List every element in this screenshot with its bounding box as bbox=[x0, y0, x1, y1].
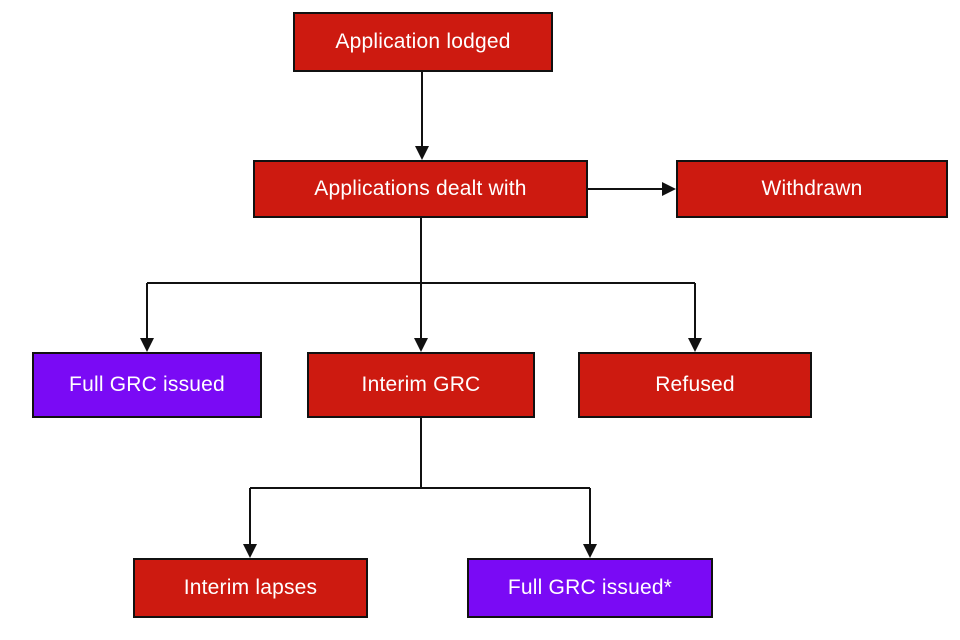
edge-dealt-with-to-children bbox=[140, 218, 702, 352]
node-application-lodged: Application lodged bbox=[293, 12, 553, 72]
node-interim-lapses-label: Interim lapses bbox=[183, 576, 318, 599]
edge-lodged-to-dealt-with bbox=[415, 72, 429, 160]
node-refused: Refused bbox=[578, 352, 812, 418]
node-applications-dealt-with: Applications dealt with bbox=[253, 160, 588, 218]
node-withdrawn: Withdrawn bbox=[676, 160, 948, 218]
node-interim-grc-label: Interim GRC bbox=[361, 373, 481, 396]
node-full-grc-issued: Full GRC issued bbox=[32, 352, 262, 418]
edge-interim-grc-to-children bbox=[243, 418, 597, 558]
node-interim-grc: Interim GRC bbox=[307, 352, 535, 418]
edge-dealt-with-to-withdrawn bbox=[588, 182, 676, 196]
node-full-grc-issued-label: Full GRC issued bbox=[69, 373, 225, 396]
node-applications-dealt-with-label: Applications dealt with bbox=[314, 177, 527, 200]
node-withdrawn-label: Withdrawn bbox=[761, 177, 863, 200]
node-application-lodged-label: Application lodged bbox=[335, 30, 511, 53]
node-full-grc-issued-star: Full GRC issued* bbox=[467, 558, 713, 618]
node-interim-lapses: Interim lapses bbox=[133, 558, 368, 618]
node-full-grc-issued-star-label: Full GRC issued* bbox=[507, 576, 673, 599]
node-refused-label: Refused bbox=[655, 373, 735, 396]
